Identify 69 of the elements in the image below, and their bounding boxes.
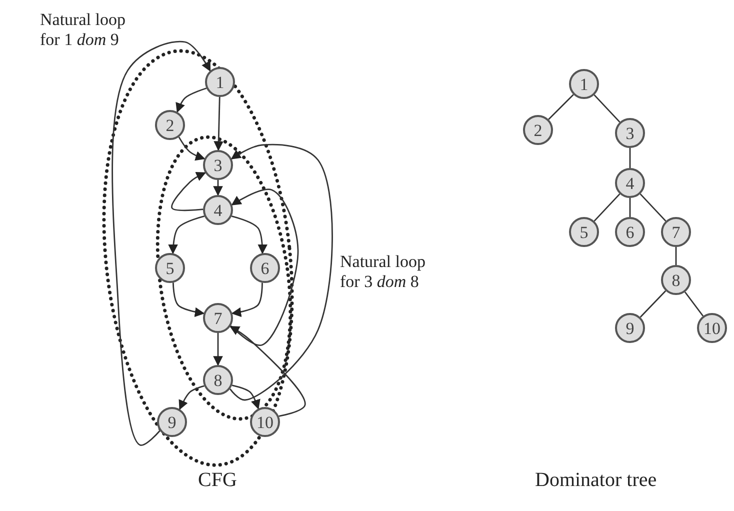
node-circle: [661, 265, 691, 295]
node-circle: [155, 253, 185, 283]
arrow: [178, 136, 206, 161]
node-circle: [203, 303, 233, 333]
node-number: 6: [626, 224, 634, 240]
node-number: 1: [216, 74, 224, 90]
node-number: 4: [214, 202, 222, 218]
node-circle: [661, 217, 691, 247]
node-number: 7: [672, 224, 680, 240]
node-circle: [205, 67, 235, 97]
node-circle: [250, 253, 280, 283]
node-circle: [250, 407, 280, 437]
node-number: 10: [256, 414, 274, 430]
arrow: [176, 88, 207, 113]
tree-line: [594, 193, 620, 222]
node-number: 1: [580, 76, 588, 92]
node-number: 8: [672, 272, 680, 288]
node-circle: [203, 365, 233, 395]
arrow: [231, 282, 263, 317]
arrow: [230, 188, 299, 346]
node-circle: [203, 150, 233, 180]
diagram-caption: CFG: [198, 468, 237, 492]
tree-line: [629, 198, 631, 217]
node-number: 2: [534, 122, 542, 138]
node-circle: [697, 313, 727, 343]
node-number: 9: [626, 320, 634, 336]
node-circle: [615, 313, 645, 343]
node-number: 8: [214, 372, 222, 388]
tree-line: [684, 292, 704, 316]
node-number: 10: [704, 320, 720, 336]
diagram-caption: Dominator tree: [535, 468, 657, 492]
arrow: [230, 326, 306, 417]
node-circle: [157, 407, 187, 437]
arrow: [171, 172, 206, 212]
arrow: [230, 144, 333, 401]
node-circle: [523, 115, 553, 145]
tree-line: [675, 247, 677, 265]
node-number: 4: [626, 174, 634, 192]
node-circle: [569, 69, 599, 99]
node-number: 9: [168, 414, 176, 430]
arrow: [232, 215, 268, 254]
node-circle: [569, 217, 599, 247]
node-number: 2: [166, 116, 174, 134]
arrow: [214, 96, 224, 151]
tree-line: [640, 290, 666, 318]
arrow: [232, 384, 260, 410]
node-number: 7: [214, 310, 222, 326]
tree-line: [548, 94, 574, 120]
node-circle: [203, 195, 233, 225]
arrow: [213, 180, 223, 196]
tree-line: [594, 94, 620, 123]
node-circle: [615, 217, 645, 247]
node-number: 5: [166, 260, 174, 276]
loop-label: Natural loop for 1 dom 9: [40, 10, 126, 51]
arrow: [178, 385, 204, 410]
loop-label: Natural loop for 3 dom 8: [340, 252, 426, 293]
node-number: 5: [580, 224, 588, 240]
arrow: [213, 333, 223, 366]
arrow: [172, 282, 205, 317]
node-circle: [615, 168, 645, 198]
tree-line: [629, 148, 631, 168]
arrow: [168, 215, 204, 254]
tree-line: [640, 193, 666, 222]
arrow: [112, 40, 211, 446]
node-circle: [615, 118, 645, 148]
node-number: 3: [626, 124, 634, 142]
node-number: 3: [214, 156, 222, 174]
node-number: 6: [260, 260, 270, 276]
node-circle: [155, 110, 185, 140]
